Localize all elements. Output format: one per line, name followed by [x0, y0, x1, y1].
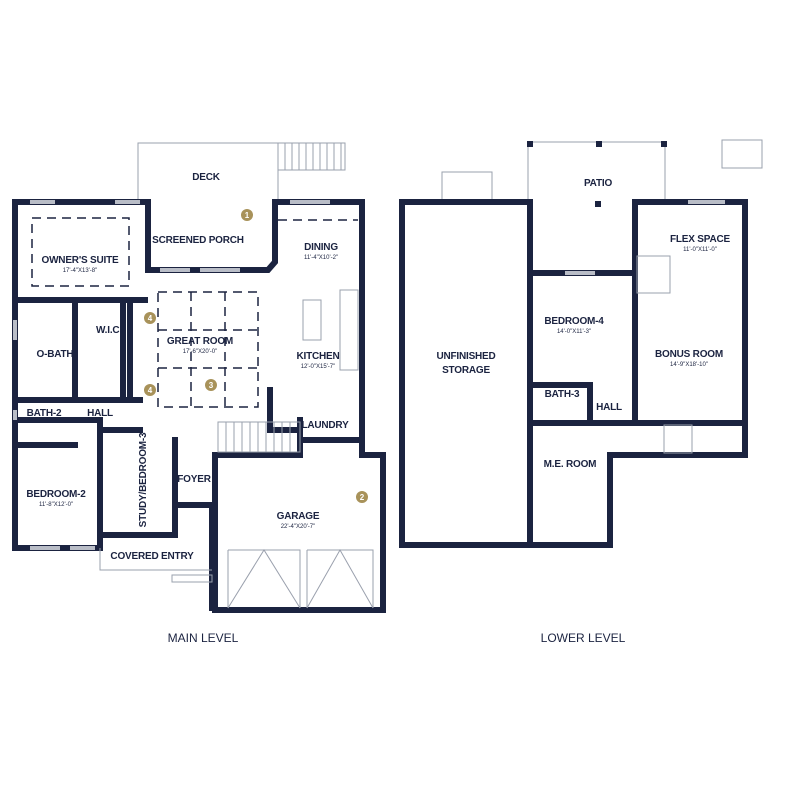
room-dimension: 17'-6"X20'-0" — [183, 349, 218, 355]
room-label: W.I.C. — [96, 325, 122, 336]
deck-outline — [137, 142, 279, 200]
main-windows — [13, 200, 330, 550]
kitchen-island — [302, 299, 322, 341]
room-dimension: 11'-0"X11'-0" — [683, 247, 717, 253]
feature-badge[interactable]: 3 — [205, 379, 217, 391]
main-interior-walls-2 — [72, 297, 303, 433]
svg-text:2: 2 — [360, 493, 365, 502]
lower-level-plan: PATIO UNFINISHED STORAGE FLEX SPACE 11'-… — [399, 139, 763, 645]
room-dimension: 12'-0"X15'-7" — [301, 364, 336, 370]
room-dimension: 14'-9"X18'-10" — [670, 362, 708, 368]
room-label: STUDY/BEDROOM-3 — [138, 432, 149, 527]
room-label: SCREENED PORCH — [152, 235, 244, 246]
main-stairs — [217, 421, 301, 453]
lower-level-title: LOWER LEVEL — [541, 631, 626, 645]
main-level-title: MAIN LEVEL — [168, 631, 239, 645]
deck-stair-treads — [284, 143, 342, 170]
garage-doors — [227, 548, 374, 609]
lower-windows — [565, 200, 725, 275]
patio-outline — [527, 141, 666, 200]
room-dimension: 11'-4"X10'-2" — [304, 255, 338, 261]
room-label: DINING — [304, 242, 338, 253]
patio-column — [595, 201, 601, 207]
feature-badge[interactable]: 2 — [356, 491, 368, 503]
main-wall-study — [97, 420, 178, 551]
room-label: O-BATH — [37, 349, 74, 360]
room-label: HALL — [87, 408, 113, 419]
room-dimension: 14'-0"X11'-3" — [557, 329, 591, 335]
svg-text:3: 3 — [209, 381, 214, 390]
room-label: GARAGE — [277, 511, 320, 522]
room-label: BONUS ROOM — [655, 349, 723, 360]
svg-text:4: 4 — [148, 314, 153, 323]
owners-suite-tray — [31, 217, 130, 287]
room-label: LAUNDRY — [301, 420, 349, 431]
room-label: BATH-3 — [545, 389, 580, 400]
lower-interior-walls — [527, 270, 638, 426]
room-label: BATH-2 — [27, 408, 62, 419]
feature-badge[interactable]: 1 — [241, 209, 253, 221]
room-label: STORAGE — [442, 365, 490, 376]
room-dimension: 22'-4"X20'-7" — [281, 524, 316, 530]
room-label: BEDROOM-2 — [26, 489, 86, 500]
room-label: COVERED ENTRY — [110, 551, 194, 562]
lower-stairs — [663, 424, 693, 454]
room-label: M.E. ROOM — [544, 459, 597, 470]
room-label: HALL — [596, 402, 622, 413]
room-dimension: 11'-8"X12'-0" — [39, 502, 73, 508]
room-label: KITCHEN — [296, 351, 339, 362]
great-room-coffered — [157, 291, 259, 408]
svg-text:4: 4 — [148, 386, 153, 395]
flex-landing — [636, 255, 671, 294]
deck-stairs — [278, 142, 346, 171]
room-label: GREAT ROOM — [167, 336, 233, 347]
room-label: DECK — [192, 172, 221, 183]
feature-badge[interactable]: 4 — [144, 384, 156, 396]
main-level-plan: DECK SCREENED PORCH OWNER'S SUITE 17'-4"… — [12, 142, 386, 645]
room-label: OWNER'S SUITE — [41, 255, 119, 266]
storage-bump — [441, 171, 493, 200]
room-label: FOYER — [177, 474, 211, 485]
covered-entry-outline — [99, 548, 213, 583]
room-dimension: 17'-4"X13'-8" — [63, 268, 98, 274]
room-label: UNFINISHED — [436, 351, 495, 362]
kitchen-counter — [339, 289, 359, 371]
patio-stairs — [721, 139, 763, 169]
room-label: BEDROOM-4 — [544, 316, 604, 327]
room-label: FLEX SPACE — [670, 234, 731, 245]
great-room-beams — [158, 292, 258, 407]
feature-badge[interactable]: 4 — [144, 312, 156, 324]
svg-text:1: 1 — [245, 211, 250, 220]
room-label: PATIO — [584, 178, 612, 189]
